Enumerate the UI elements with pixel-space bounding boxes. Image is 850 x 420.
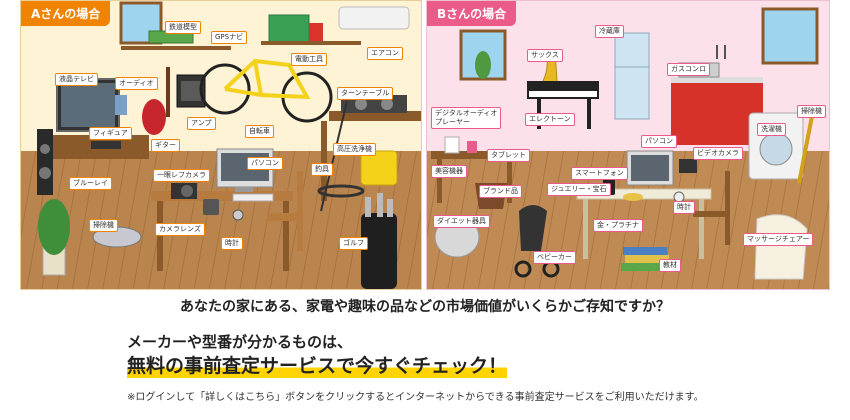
speaker-icon — [37, 129, 53, 195]
books-icon — [623, 247, 667, 255]
tag-brand: ブランド品 — [479, 185, 522, 198]
turntable-shelf-icon — [329, 111, 421, 121]
room-b-objects — [431, 7, 819, 280]
massage-chair-icon — [754, 214, 808, 280]
tag-camera-lens: カメラレンズ — [155, 223, 205, 236]
tag-gold: 金・プラチナ — [593, 219, 643, 232]
tag-fishing: 釣具 — [311, 163, 333, 176]
fridge-icon — [614, 32, 650, 120]
tag-bluray: ブルーレイ — [69, 177, 112, 190]
plant-icon — [38, 199, 70, 255]
chair-icon — [267, 213, 303, 221]
tag-gps: GPSナビ — [211, 31, 248, 44]
camera-lens-icon — [203, 199, 219, 215]
watch-icon — [232, 209, 244, 221]
tag-watch: 時計 — [221, 237, 243, 250]
tag-video-camera: ビデオカメラ — [693, 147, 743, 160]
bicycle-icon — [199, 63, 251, 115]
tag-railway-model: 鉄道模型 — [165, 21, 201, 34]
tag-massage: マッサージチェアー — [743, 233, 814, 246]
tag-washer: 洗濯機 — [757, 123, 786, 136]
tag-turntable: ターンテーブル — [337, 87, 394, 100]
kitchen-counter-icon — [671, 81, 763, 145]
window-icon — [761, 7, 819, 65]
room-a-illustration: Aさんの場合 鉄道模型 GPSナビ 電動工具 エアコン 液晶テレビ オーディオ … — [20, 0, 422, 290]
tag-pressure-washer: 高圧洗浄機 — [333, 143, 376, 156]
tag-audio: オーディオ — [115, 77, 158, 90]
tag-gas-stove: ガスコンロ — [667, 63, 710, 76]
tag-jewelry: ジュエリー・宝石 — [547, 183, 611, 196]
bluray-player-icon — [91, 141, 121, 149]
footnote: ※ログインして「詳しくはこちら」ボタンをクリックするとインターネットからできる事… — [127, 392, 704, 403]
tag-power-tools: 電動工具 — [291, 53, 327, 66]
room-a-objects — [37, 1, 421, 289]
subheading: メーカーや型番が分かるものは、 — [127, 333, 353, 351]
tag-guitar: ギター — [151, 139, 180, 152]
guitar-icon — [142, 99, 166, 135]
plant-icon — [475, 51, 491, 79]
tag-bicycle: 自転車 — [245, 125, 274, 138]
tag-aircon: エアコン — [367, 47, 403, 60]
headline: 無料の事前査定サービスで今すぐチェック！ — [127, 351, 508, 378]
tag-watch: 時計 — [673, 201, 695, 214]
tag-robot-vacuum: 掃除機 — [89, 219, 118, 232]
tag-electone: エレクトーン — [525, 113, 575, 126]
tag-vacuum: 掃除機 — [797, 105, 826, 118]
tag-digital-audio: デジタルオーディオ プレーヤー — [431, 107, 502, 129]
tag-figure: フィギュア — [89, 127, 132, 140]
tag-golf: ゴルフ — [339, 237, 368, 250]
tag-pc: パソコン — [641, 135, 677, 148]
aircon-icon — [338, 6, 410, 30]
tag-tablet: タブレット — [487, 149, 530, 162]
tag-books: 教材 — [659, 259, 681, 272]
lead-question: あなたの家にある、家電や趣味の品などの市場価値がいくらかご存知ですか？ — [180, 299, 670, 315]
chair-icon — [693, 211, 729, 217]
power-tool-box-icon — [268, 14, 310, 44]
tag-stroller: ベビーカー — [533, 251, 576, 264]
side-table-icon — [431, 151, 517, 159]
keyboard-icon — [232, 193, 274, 202]
figure-icon — [115, 95, 127, 115]
tag-smartphone: スマートフォン — [571, 167, 628, 180]
tag-pc: パソコン — [247, 157, 283, 170]
desk-icon — [151, 191, 293, 201]
video-camera-icon — [679, 159, 697, 173]
vacuum-icon — [797, 110, 815, 184]
fishing-rod-icon — [320, 100, 348, 212]
drill-icon — [309, 23, 323, 41]
gold-bar-icon — [623, 193, 643, 201]
tag-amp: アンプ — [187, 117, 216, 130]
tag-diet: ダイエット器具 — [433, 215, 490, 228]
pressure-washer-icon — [360, 150, 398, 186]
tag-sax: サックス — [527, 49, 563, 62]
stroller-icon — [519, 205, 547, 251]
tag-beauty: 美容機器 — [431, 165, 467, 178]
tag-lcd-tv: 液晶テレビ — [55, 73, 98, 86]
room-a-title: Aさんの場合 — [21, 1, 111, 26]
tag-slr: 一眼レフカメラ — [153, 169, 210, 182]
room-b-illustration: Bさんの場合 サックス 冷蔵庫 ガスコンロ デジタルオーディオ プレーヤー エレ… — [426, 0, 830, 290]
audio-player-icon — [467, 141, 477, 153]
tag-fridge: 冷蔵庫 — [595, 25, 624, 38]
room-b-title: Bさんの場合 — [427, 1, 517, 26]
shelf-icon — [121, 46, 231, 50]
golf-bag-icon — [361, 213, 397, 289]
beauty-device-icon — [444, 136, 460, 154]
